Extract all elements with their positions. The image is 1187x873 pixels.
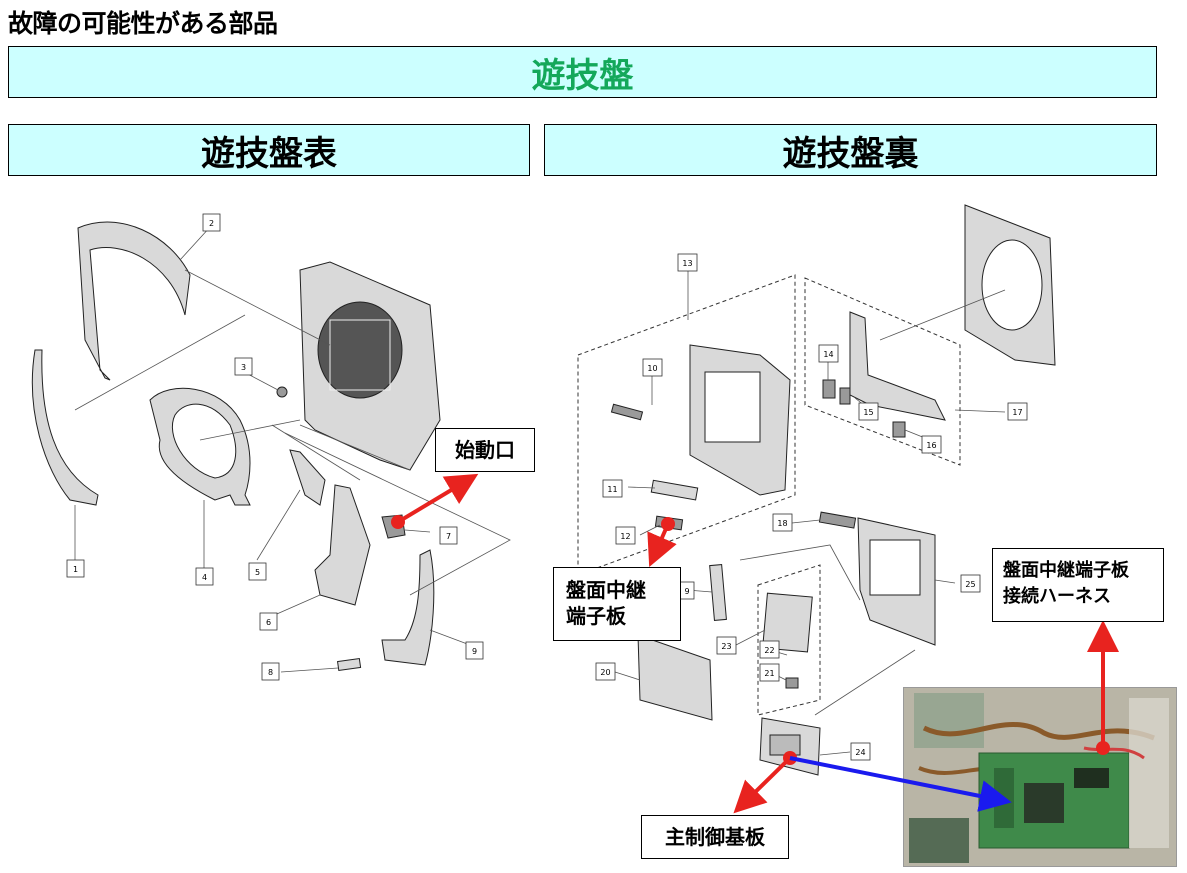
back-top-window xyxy=(981,239,1043,331)
svg-text:9: 9 xyxy=(472,647,477,656)
part-12-relay-board xyxy=(654,515,684,531)
callout-start-port-text: 始動口 xyxy=(455,438,515,462)
part-2-upper-rail xyxy=(77,221,191,381)
part-tag-10: 10 xyxy=(642,358,663,377)
page-title: 故障の可能性がある部品 xyxy=(8,9,278,38)
callout-harness-line1: 盤面中継端子板 xyxy=(1003,560,1129,581)
back-frame-window xyxy=(704,371,761,443)
svg-text:9: 9 xyxy=(684,587,689,596)
svg-text:7: 7 xyxy=(446,532,451,541)
part-7-start-port xyxy=(381,514,406,539)
svg-text:10: 10 xyxy=(647,364,657,373)
callout-harness-line2: 接続ハーネス xyxy=(1003,586,1111,607)
callout-panel-relay-board: 盤面中継 端子板 xyxy=(553,567,681,641)
part-tag-15: 15 xyxy=(858,402,879,421)
part-tag-8: 8 xyxy=(261,662,280,681)
callout-relay-board-line2: 端子板 xyxy=(566,604,626,628)
board-inner-frame xyxy=(329,319,391,391)
part-20-board xyxy=(637,634,713,721)
part-tag-16: 16 xyxy=(921,435,942,454)
part-tag-21: 21 xyxy=(759,663,780,682)
svg-text:4: 4 xyxy=(202,573,207,582)
part-tag-22: 22 xyxy=(759,640,780,659)
part-tag-13: 13 xyxy=(677,253,698,272)
callout-main-board-text: 主制御基板 xyxy=(665,825,765,849)
part-21-chip xyxy=(785,677,799,689)
back-side-banner: 遊技盤裏 xyxy=(544,124,1157,176)
svg-text:25: 25 xyxy=(965,580,975,589)
part-8-plate xyxy=(336,657,362,672)
part-22-board xyxy=(762,592,813,653)
svg-text:3: 3 xyxy=(241,363,246,372)
part-tag-5: 5 xyxy=(248,562,267,581)
part-11-board xyxy=(650,479,699,501)
part-15-clip xyxy=(839,387,851,405)
part-19-strip xyxy=(709,564,727,621)
part-tag-11: 11 xyxy=(602,479,623,498)
part-25-window xyxy=(869,539,921,596)
svg-text:23: 23 xyxy=(721,642,731,651)
svg-text:20: 20 xyxy=(600,668,610,677)
board-window xyxy=(317,301,403,399)
svg-text:17: 17 xyxy=(1012,408,1022,417)
main-banner-pachinko-board: 遊技盤 xyxy=(8,46,1157,98)
callout-relay-board-line1: 盤面中継 xyxy=(566,578,646,602)
part-tag-25: 25 xyxy=(960,574,981,593)
part-tag-6: 6 xyxy=(259,612,278,631)
front-side-banner: 遊技盤表 xyxy=(8,124,530,176)
part-tag-2: 2 xyxy=(202,213,221,232)
part-4-ring-frame xyxy=(149,387,251,506)
part-tag-3: 3 xyxy=(234,357,253,376)
svg-text:16: 16 xyxy=(926,441,936,450)
svg-text:15: 15 xyxy=(863,408,873,417)
part-tag-20: 20 xyxy=(595,662,616,681)
part-18-connector xyxy=(818,511,857,529)
part-5-cover xyxy=(289,449,326,506)
svg-text:2: 2 xyxy=(209,219,214,228)
svg-text:8: 8 xyxy=(268,668,273,677)
part-tag-9-front: 9 xyxy=(465,641,484,660)
svg-text:13: 13 xyxy=(682,259,692,268)
part-14-clip xyxy=(822,379,836,399)
part-tag-4: 4 xyxy=(195,567,214,586)
part-3-spring xyxy=(276,386,288,398)
svg-text:18: 18 xyxy=(777,519,787,528)
part-tag-1: 1 xyxy=(66,559,85,578)
svg-text:5: 5 xyxy=(255,568,260,577)
part-tag-18: 18 xyxy=(772,513,793,532)
svg-text:12: 12 xyxy=(620,532,630,541)
svg-text:6: 6 xyxy=(266,618,271,627)
part-9-right-rail xyxy=(381,549,435,666)
svg-text:24: 24 xyxy=(855,748,865,757)
part-6-unit xyxy=(314,484,371,606)
svg-text:1: 1 xyxy=(73,565,78,574)
part-tag-14: 14 xyxy=(818,344,839,363)
callout-relay-harness: 盤面中継端子板 接続ハーネス xyxy=(992,548,1164,622)
part-10-connector xyxy=(610,403,644,421)
part-tag-17: 17 xyxy=(1007,402,1028,421)
svg-text:11: 11 xyxy=(607,485,617,494)
svg-text:21: 21 xyxy=(764,669,774,678)
part-tag-7: 7 xyxy=(439,526,458,545)
part-16-clip xyxy=(892,421,906,438)
part-tag-9-back: 9 xyxy=(679,581,695,600)
part-1-left-rail xyxy=(31,349,99,506)
group-17-box xyxy=(804,277,961,466)
callout-start-port: 始動口 xyxy=(435,428,535,472)
group-13-box xyxy=(577,274,796,576)
callout-main-control-board: 主制御基板 xyxy=(641,815,789,859)
part-tag-23: 23 xyxy=(716,636,737,655)
part-17-harness xyxy=(849,311,946,421)
part-24-ic xyxy=(769,734,801,756)
svg-text:22: 22 xyxy=(764,646,774,655)
svg-text:14: 14 xyxy=(823,350,833,359)
part-tag-12: 12 xyxy=(615,526,636,545)
part-tag-24: 24 xyxy=(850,742,871,761)
pcb-photo-drawing xyxy=(904,688,1176,866)
main-board-photo xyxy=(903,687,1177,867)
front-leader-lines xyxy=(74,225,511,673)
group-23-box xyxy=(757,564,821,716)
